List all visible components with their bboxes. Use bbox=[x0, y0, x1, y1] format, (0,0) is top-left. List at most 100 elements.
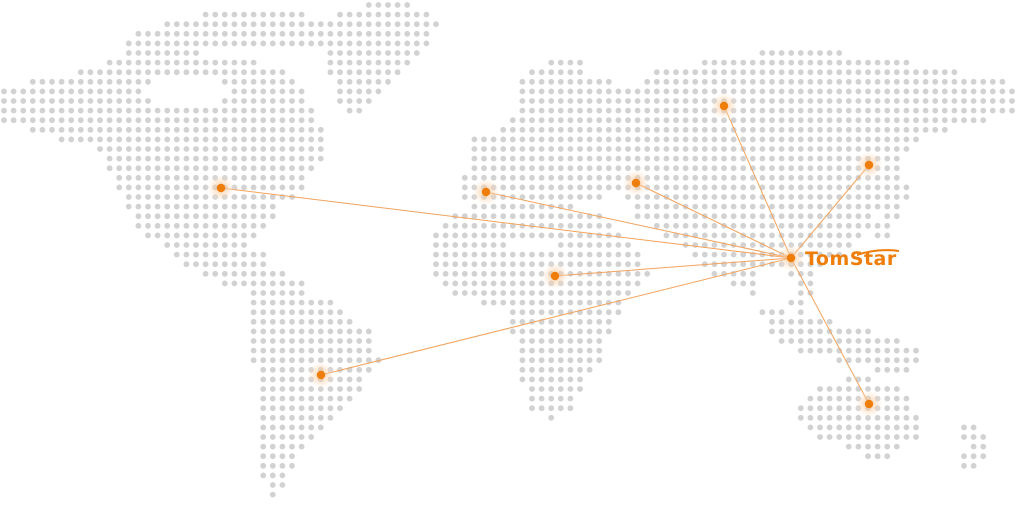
land-dot bbox=[202, 213, 209, 220]
land-dot bbox=[817, 78, 823, 85]
land-dot bbox=[903, 366, 910, 373]
land-dot bbox=[567, 405, 574, 412]
land-dot bbox=[865, 424, 871, 431]
land-dot bbox=[202, 270, 209, 277]
land-dot bbox=[413, 50, 420, 56]
land-dot bbox=[874, 357, 881, 364]
land-dot bbox=[500, 146, 507, 152]
land-dot bbox=[730, 117, 737, 124]
land-dot bbox=[893, 405, 900, 412]
land-dot bbox=[289, 299, 295, 306]
land-dot bbox=[567, 386, 574, 392]
land-dot bbox=[68, 88, 75, 95]
land-dot bbox=[865, 328, 871, 335]
land-dot bbox=[442, 232, 449, 239]
land-dot bbox=[250, 165, 257, 172]
land-dot bbox=[404, 21, 411, 28]
land-dot bbox=[874, 338, 881, 344]
land-dot bbox=[164, 136, 171, 143]
land-dot bbox=[356, 386, 363, 392]
land-dot bbox=[625, 290, 631, 296]
land-dot bbox=[913, 69, 919, 76]
land-dot bbox=[625, 270, 631, 277]
land-dot bbox=[221, 213, 228, 220]
land-dot bbox=[567, 251, 574, 258]
land-dot bbox=[577, 357, 583, 364]
land-dot bbox=[327, 50, 334, 56]
land-dot bbox=[970, 434, 977, 440]
land-dot bbox=[634, 146, 641, 152]
land-dot bbox=[778, 50, 785, 56]
land-dot bbox=[865, 98, 871, 104]
land-dot bbox=[279, 117, 286, 124]
land-dot bbox=[845, 117, 852, 124]
land-dot bbox=[289, 165, 295, 172]
land-dot bbox=[548, 395, 555, 402]
land-dot bbox=[193, 194, 199, 200]
land-dot bbox=[509, 117, 516, 124]
land-dot bbox=[548, 126, 555, 133]
land-dot bbox=[461, 261, 468, 268]
land-dot bbox=[884, 386, 891, 392]
land-dot bbox=[874, 146, 881, 152]
land-dot bbox=[874, 366, 881, 373]
land-dot bbox=[692, 98, 699, 104]
land-dot bbox=[548, 194, 555, 200]
land-dot bbox=[145, 40, 151, 47]
land-dot bbox=[874, 424, 881, 431]
land-dot bbox=[836, 78, 843, 85]
land-dot bbox=[845, 194, 852, 200]
land-dot bbox=[845, 88, 852, 95]
land-dot bbox=[509, 299, 516, 306]
land-dot bbox=[308, 405, 315, 412]
land-dot bbox=[260, 88, 267, 95]
land-dot bbox=[759, 126, 766, 133]
land-dot bbox=[692, 126, 699, 133]
land-dot bbox=[298, 357, 305, 364]
land-dot bbox=[538, 251, 545, 258]
land-dot bbox=[913, 424, 919, 431]
land-dot bbox=[817, 232, 823, 239]
land-dot bbox=[567, 366, 574, 373]
land-dot bbox=[471, 232, 478, 239]
land-dot bbox=[164, 50, 171, 56]
land-dot bbox=[788, 165, 795, 172]
land-dot bbox=[596, 270, 603, 277]
hub-marker-dot bbox=[786, 253, 796, 263]
land-dot bbox=[250, 280, 257, 287]
land-dot bbox=[884, 98, 891, 104]
land-dot bbox=[452, 270, 459, 277]
land-dot bbox=[740, 203, 747, 210]
land-dot bbox=[682, 174, 689, 181]
eastern-europe-marker bbox=[621, 168, 651, 198]
land-dot bbox=[471, 270, 478, 277]
land-dot bbox=[404, 40, 411, 47]
connection-line-australia bbox=[790, 257, 870, 405]
land-dot bbox=[260, 203, 267, 210]
land-dot bbox=[893, 338, 900, 344]
land-dot bbox=[903, 146, 910, 152]
land-dot bbox=[749, 261, 756, 268]
land-dot bbox=[164, 203, 171, 210]
land-dot bbox=[529, 184, 535, 191]
land-dot bbox=[701, 69, 708, 76]
land-dot bbox=[865, 443, 871, 450]
land-dot bbox=[730, 242, 737, 248]
land-dot bbox=[250, 299, 257, 306]
land-dot bbox=[730, 222, 737, 229]
land-dot bbox=[231, 270, 238, 277]
land-dot bbox=[596, 232, 603, 239]
land-dot bbox=[1, 107, 7, 114]
land-dot bbox=[874, 203, 881, 210]
land-dot bbox=[941, 69, 948, 76]
land-dot bbox=[260, 472, 267, 479]
land-dot bbox=[269, 347, 276, 354]
land-dot bbox=[212, 251, 219, 258]
land-dot bbox=[557, 174, 564, 181]
land-dot bbox=[855, 213, 862, 220]
land-dot bbox=[567, 222, 574, 229]
land-dot bbox=[519, 98, 526, 104]
land-dot bbox=[442, 242, 449, 248]
land-dot bbox=[269, 434, 276, 440]
